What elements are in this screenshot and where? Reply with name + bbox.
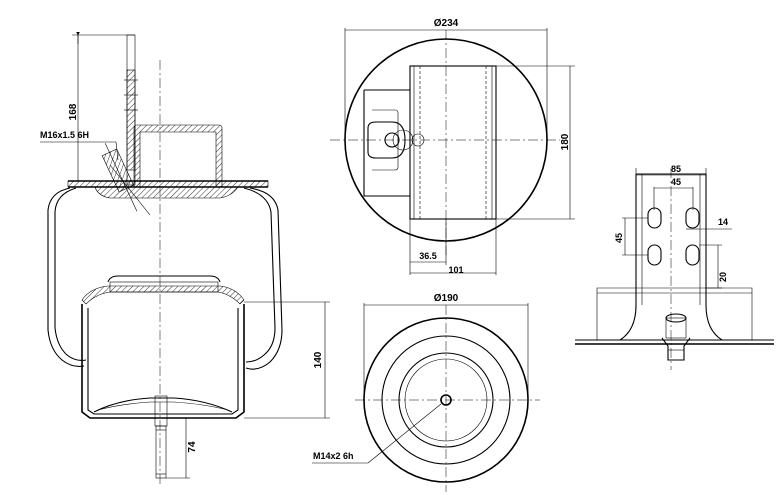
dim-dia-190: Ø190 <box>434 293 459 304</box>
top-plan-view: Ø234 180 36.5 101 <box>330 18 575 275</box>
top-plate <box>67 180 269 188</box>
slot-upper-left <box>647 207 662 229</box>
top-bracket <box>133 124 223 188</box>
side-section-view: 168 M16x1.5 6H 140 74 <box>40 32 330 485</box>
dim-20: 20 <box>718 272 728 282</box>
bottom-stud <box>155 425 167 479</box>
label-m14-thread: M14x2 6h <box>313 451 354 461</box>
slot-upper-right <box>685 207 700 229</box>
dim-101: 101 <box>448 265 463 275</box>
dim-dia-234: Ø234 <box>434 18 459 29</box>
dim-14: 14 <box>718 217 728 227</box>
dim-36-5: 36.5 <box>419 251 437 261</box>
slot-lower-left <box>647 244 662 266</box>
dim-180: 180 <box>560 133 571 150</box>
dim-74: 74 <box>187 441 198 453</box>
dim-45-horizontal: 45 <box>671 177 681 187</box>
dim-45-vertical: 45 <box>614 233 624 243</box>
slot-lower-right <box>685 244 700 266</box>
bracket-detail-view: 85 45 14 45 20 <box>575 164 774 370</box>
label-m16-thread: M16x1.5 6H <box>40 130 89 140</box>
bottom-plan-view: Ø190 M14x2 6h <box>312 293 540 492</box>
dim-168: 168 <box>68 103 79 120</box>
dim-140: 140 <box>313 351 324 368</box>
dim-85: 85 <box>671 164 681 174</box>
